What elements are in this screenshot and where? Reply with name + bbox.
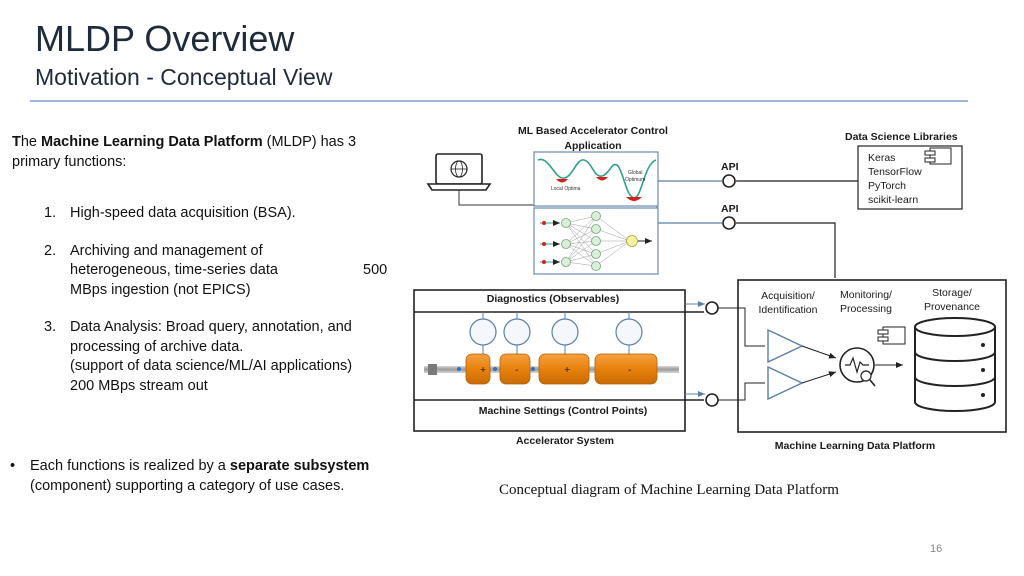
api-socket-2 bbox=[722, 216, 736, 230]
amp-to-monitor-2 bbox=[801, 371, 837, 384]
mldp-label: Machine Learning Data Platform bbox=[775, 440, 935, 452]
svg-text:Optimum: Optimum bbox=[625, 177, 645, 183]
magnet-sign-1: + bbox=[480, 364, 486, 376]
beam-particle bbox=[531, 367, 535, 371]
network-edges bbox=[565, 215, 631, 267]
global-optimum-label: Global bbox=[628, 170, 642, 176]
settings-socket bbox=[705, 393, 719, 407]
ml-app-title: ML Based Accelerator Control bbox=[518, 125, 668, 137]
magnet-sign-2: - bbox=[515, 364, 519, 376]
local-optima-label: Local Optima bbox=[551, 186, 581, 192]
ml-app-subtitle: Application bbox=[564, 140, 621, 152]
function-item-1: 1. High-speed data acquisition (BSA). bbox=[44, 205, 296, 221]
lib-pytorch: PyTorch bbox=[868, 180, 906, 192]
global-optimum-marker bbox=[626, 197, 642, 201]
acq-input-1 bbox=[718, 307, 765, 347]
laptop-icon bbox=[426, 153, 492, 191]
intro-text: The Machine Learning Data Platform (MLDP… bbox=[12, 134, 357, 170]
acquisition-label: Acquisition/ bbox=[761, 290, 815, 302]
monitoring-icon bbox=[839, 347, 876, 387]
beam-particle bbox=[493, 367, 497, 371]
title-divider bbox=[30, 100, 968, 102]
optimization-panel bbox=[533, 151, 659, 207]
function-item-3: 3. Data Analysis: Broad query, annotatio… bbox=[44, 319, 353, 394]
svg-text:Identification: Identification bbox=[759, 304, 818, 316]
machine-settings-label: Machine Settings (Control Points) bbox=[479, 405, 648, 417]
slide-title: MLDP Overview bbox=[35, 18, 295, 59]
magnet-sign-3: + bbox=[564, 364, 570, 376]
api-label-2: API bbox=[721, 203, 739, 215]
detector-icons bbox=[469, 318, 643, 346]
api-socket-1 bbox=[722, 174, 736, 188]
accelerator-system-label: Accelerator System bbox=[516, 435, 614, 447]
svg-text:Processing: Processing bbox=[840, 303, 892, 315]
monitoring-label: Monitoring/ bbox=[840, 289, 892, 301]
subsystem-bullet: • Each functions is realized by a separa… bbox=[10, 458, 370, 494]
diagram-caption: Conceptual diagram of Machine Learning D… bbox=[499, 482, 839, 498]
component-icon bbox=[924, 147, 952, 165]
acquisition-amplifier-1 bbox=[767, 328, 804, 364]
network-inputs bbox=[540, 220, 560, 265]
output-node bbox=[626, 235, 638, 247]
lib-scikit-learn: scikit-learn bbox=[868, 194, 918, 206]
component-icon bbox=[877, 326, 906, 345]
beam-source bbox=[428, 364, 437, 375]
local-optimum-marker bbox=[596, 177, 608, 181]
api-label-1: API bbox=[721, 161, 739, 173]
ds-libraries-title: Data Science Libraries bbox=[845, 131, 958, 143]
acquisition-amplifier-2 bbox=[767, 365, 804, 401]
storage-label: Storage/ bbox=[932, 287, 972, 299]
beam-particle bbox=[457, 367, 461, 371]
svg-text:Provenance: Provenance bbox=[924, 301, 980, 313]
lib-tensorflow: TensorFlow bbox=[868, 166, 922, 178]
page-number: 16 bbox=[930, 543, 943, 555]
database-icon bbox=[914, 317, 996, 412]
diagnostics-label: Diagnostics (Observables) bbox=[487, 293, 619, 305]
functions-list: 1. High-speed data acquisition (BSA). 2.… bbox=[44, 204, 404, 414]
slide-subtitle: Motivation - Conceptual View bbox=[35, 64, 333, 90]
amp-to-monitor-1 bbox=[801, 345, 837, 359]
mldp-name: Machine Learning Data Platform bbox=[41, 134, 263, 150]
magnet-sign-4: - bbox=[628, 364, 632, 376]
lib-keras: Keras bbox=[868, 152, 895, 164]
api-to-mldp-line bbox=[736, 222, 836, 278]
network-nodes bbox=[561, 211, 601, 271]
local-optimum-marker bbox=[556, 179, 568, 183]
acq-input-2 bbox=[718, 382, 765, 401]
magnet-elements bbox=[465, 353, 658, 385]
function-item-2: 2. Archiving and management of heterogen… bbox=[44, 242, 388, 298]
diagnostics-socket bbox=[705, 301, 719, 315]
